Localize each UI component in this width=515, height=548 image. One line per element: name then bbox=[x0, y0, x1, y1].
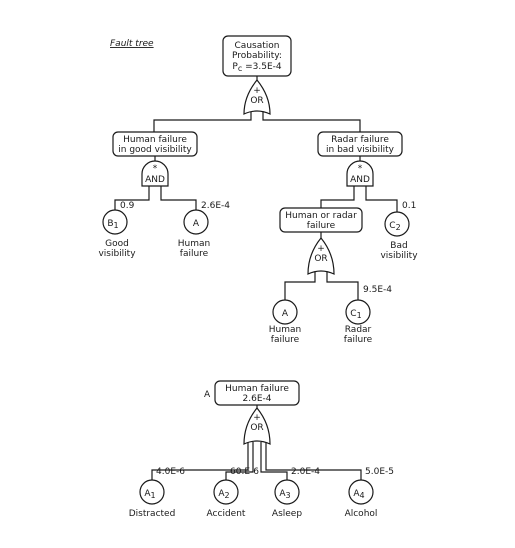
svg-text:Pc =3.5E-4: Pc =3.5E-4 bbox=[232, 62, 281, 73]
svg-text:Human or radar: Human or radar bbox=[285, 211, 357, 221]
svg-text:failure: failure bbox=[307, 221, 336, 231]
right-and-gate: * AND bbox=[346, 160, 374, 187]
event-radar-failure-bad-visibility: Radar failure in bad visibility bbox=[317, 131, 403, 157]
svg-text:OR: OR bbox=[250, 96, 263, 106]
svg-text:Good: Good bbox=[105, 239, 129, 249]
svg-text:failure: failure bbox=[180, 249, 209, 259]
svg-text:Radar: Radar bbox=[345, 325, 372, 335]
svg-text:Human failure: Human failure bbox=[225, 384, 289, 394]
svg-text:visibility: visibility bbox=[98, 249, 136, 259]
basic-event-c2: 0.1 C2 Bad visibility bbox=[380, 201, 418, 261]
svg-text:B1: B1 bbox=[107, 219, 118, 230]
basic-event-a1: 4.0E-6 A1 Distracted bbox=[129, 467, 186, 519]
svg-text:0.1: 0.1 bbox=[402, 201, 416, 211]
svg-text:Asleep: Asleep bbox=[272, 509, 302, 519]
svg-text:OR: OR bbox=[250, 423, 263, 433]
svg-text:C1: C1 bbox=[350, 309, 361, 320]
svg-text:5.0E-5: 5.0E-5 bbox=[365, 467, 394, 477]
svg-text:9.5E-4: 9.5E-4 bbox=[363, 285, 392, 295]
svg-text:Human: Human bbox=[269, 325, 301, 335]
svg-text:A: A bbox=[193, 219, 200, 229]
svg-text:AND: AND bbox=[350, 175, 370, 185]
svg-text:Human: Human bbox=[178, 239, 210, 249]
svg-text:4.0E-6: 4.0E-6 bbox=[156, 467, 185, 477]
svg-text:A1: A1 bbox=[144, 489, 155, 500]
svg-text:A3: A3 bbox=[279, 489, 290, 500]
subtree-top-event: Human failure 2.6E-4 bbox=[214, 380, 300, 406]
svg-text:Alcohol: Alcohol bbox=[345, 509, 378, 519]
basic-event-b1: 0.9 B1 Good visibility bbox=[98, 201, 136, 259]
svg-text:in good visibility: in good visibility bbox=[118, 145, 192, 155]
svg-text:C2: C2 bbox=[389, 221, 400, 232]
subtree-tag: A bbox=[204, 390, 211, 400]
event-human-or-radar-failure: Human or radar failure bbox=[279, 207, 363, 233]
svg-text:OR: OR bbox=[314, 254, 327, 264]
svg-text:A4: A4 bbox=[353, 489, 364, 500]
svg-text:A2: A2 bbox=[218, 489, 229, 500]
basic-event-a-left: 2.6E-4 A Human failure bbox=[178, 201, 230, 259]
basic-event-c1: 9.5E-4 C1 Radar failure bbox=[344, 285, 392, 345]
left-and-gate: * AND bbox=[141, 160, 169, 187]
svg-text:Probability:: Probability: bbox=[232, 51, 282, 61]
svg-text:2.0E-4: 2.0E-4 bbox=[291, 467, 320, 477]
svg-text:2.6E-4: 2.6E-4 bbox=[201, 201, 230, 211]
svg-text:60.E-6: 60.E-6 bbox=[230, 467, 259, 477]
svg-text:Distracted: Distracted bbox=[129, 509, 176, 519]
basic-event-a4: 5.0E-5 A4 Alcohol bbox=[345, 467, 394, 519]
basic-event-a-mid: A Human failure bbox=[269, 299, 301, 345]
top-event: Causation Probability: Pc =3.5E-4 bbox=[222, 35, 292, 77]
svg-text:Bad: Bad bbox=[390, 241, 407, 251]
svg-text:2.6E-4: 2.6E-4 bbox=[243, 394, 272, 404]
svg-text:A: A bbox=[282, 309, 289, 319]
svg-text:in bad visibility: in bad visibility bbox=[326, 145, 395, 155]
svg-text:0.9: 0.9 bbox=[120, 201, 135, 211]
svg-text:*: * bbox=[153, 164, 158, 174]
basic-event-a3: 2.0E-4 A3 Asleep bbox=[272, 467, 320, 519]
event-human-failure-good-visibility: Human failure in good visibility bbox=[112, 131, 198, 157]
svg-text:failure: failure bbox=[344, 335, 373, 345]
svg-text:*: * bbox=[358, 164, 363, 174]
svg-text:Human failure: Human failure bbox=[123, 135, 187, 145]
mid-or-gate: + OR bbox=[307, 237, 335, 275]
svg-text:+: + bbox=[253, 413, 261, 423]
basic-event-a2: 60.E-6 A2 Accident bbox=[207, 467, 260, 519]
svg-text:+: + bbox=[253, 86, 261, 96]
svg-text:Accident: Accident bbox=[207, 509, 246, 519]
svg-text:visibility: visibility bbox=[380, 251, 418, 261]
svg-text:failure: failure bbox=[271, 335, 300, 345]
svg-text:Causation: Causation bbox=[235, 41, 280, 51]
svg-text:AND: AND bbox=[145, 175, 165, 185]
diagram-title: Fault tree bbox=[110, 39, 154, 49]
subtree-or-gate: + OR bbox=[243, 407, 271, 445]
svg-text:+: + bbox=[317, 244, 325, 254]
svg-text:Radar failure: Radar failure bbox=[331, 135, 389, 145]
top-or-gate: + OR bbox=[243, 79, 271, 115]
